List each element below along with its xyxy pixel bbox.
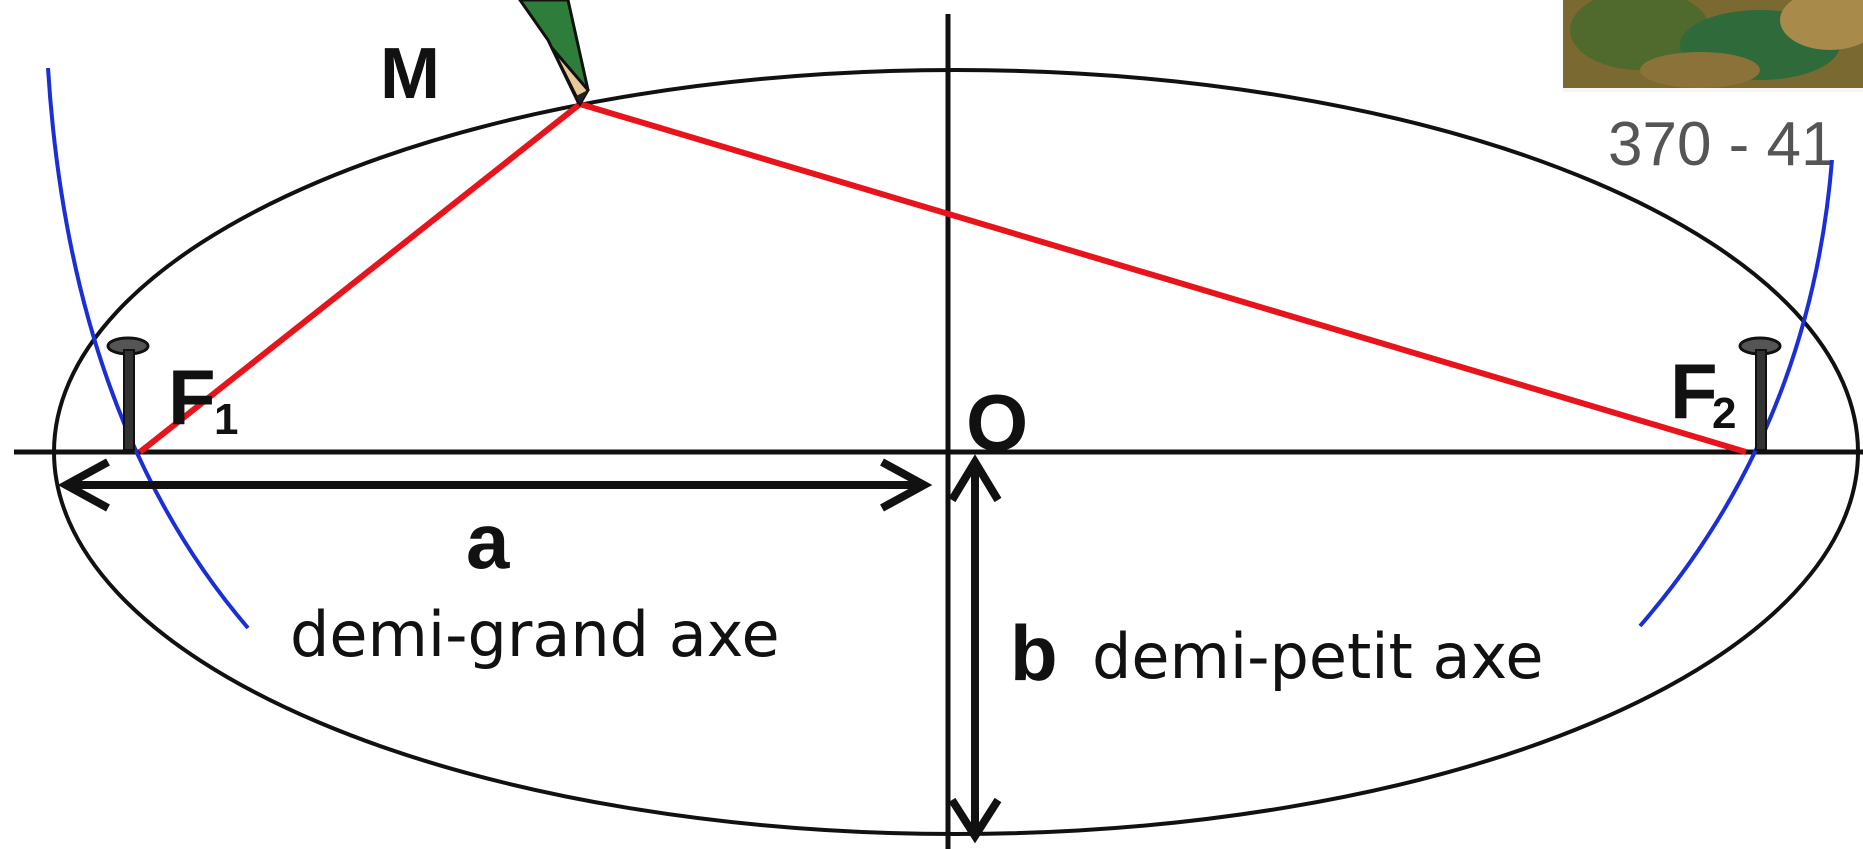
semi-minor-arrow bbox=[948, 454, 1002, 844]
string-m-f2 bbox=[579, 101, 1747, 455]
label-f1: F bbox=[168, 353, 216, 441]
label-origin: O bbox=[966, 378, 1028, 467]
painting-thumbnail bbox=[1563, 0, 1863, 92]
semi-major-arrow bbox=[57, 458, 933, 512]
reference-text: 370 - 41 bbox=[1608, 110, 1836, 179]
ellipse-outline bbox=[52, 68, 1860, 836]
label-semi-major: demi-grand axe bbox=[290, 598, 780, 671]
right-blue-arc bbox=[1638, 159, 1834, 628]
label-f2: F bbox=[1670, 347, 1718, 435]
label-a: a bbox=[466, 497, 510, 585]
label-f1-subscript: 1 bbox=[214, 395, 238, 444]
label-b: b bbox=[1010, 609, 1058, 697]
label-semi-minor: demi-petit axe bbox=[1092, 620, 1543, 693]
label-point-m: M bbox=[380, 34, 440, 114]
nail-icon bbox=[106, 336, 150, 451]
label-f2-subscript: 2 bbox=[1712, 389, 1736, 438]
string-f1-m bbox=[138, 101, 582, 455]
left-blue-arc bbox=[46, 67, 250, 630]
pencil-icon bbox=[518, 0, 590, 108]
nail-icon bbox=[1738, 336, 1782, 451]
